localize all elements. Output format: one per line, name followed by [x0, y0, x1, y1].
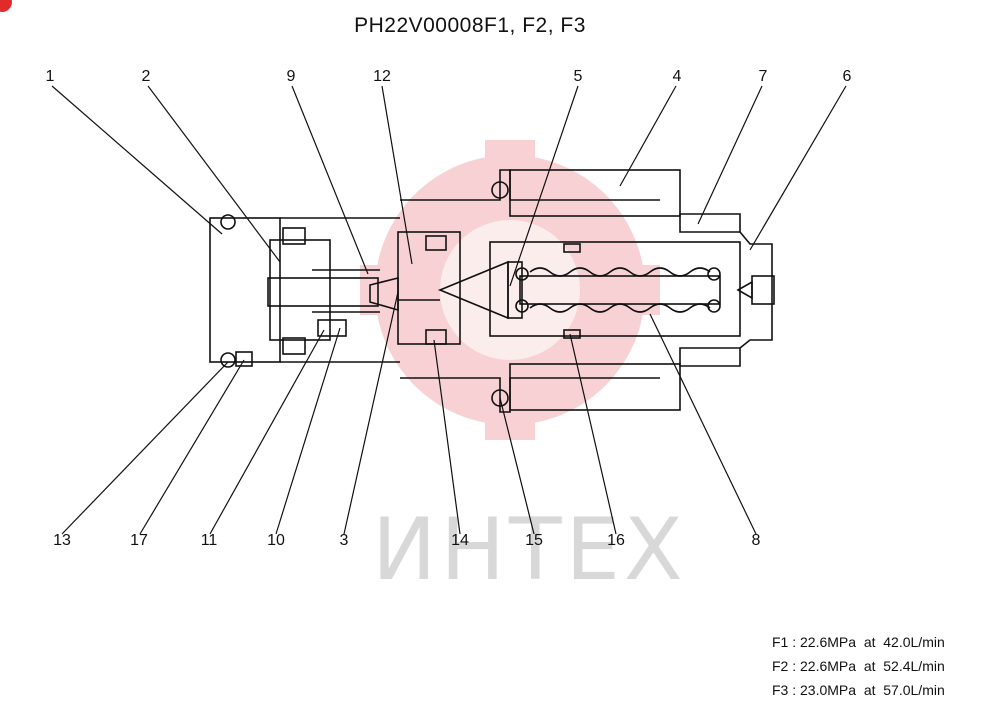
- callout-14: 14: [451, 532, 469, 549]
- callout-17: 17: [130, 532, 148, 549]
- callout-11: 11: [200, 532, 218, 549]
- watermark-text: ИНТЕХ: [372, 500, 687, 600]
- callout-1: 1: [45, 68, 55, 85]
- corner-badge: [0, 0, 12, 12]
- callout-3: 3: [339, 532, 349, 549]
- callout-12: 12: [373, 68, 391, 85]
- flow-specs: F1 : 22.6MPa at 42.0L/min F2 : 22.6MPa a…: [772, 630, 945, 702]
- spec-f1: F1 : 22.6MPa at 42.0L/min: [772, 634, 945, 650]
- callout-16: 16: [607, 532, 625, 549]
- callout-7: 7: [758, 68, 768, 85]
- spec-f2: F2 : 22.6MPa at 52.4L/min: [772, 658, 945, 674]
- callout-4: 4: [672, 68, 682, 85]
- callout-2: 2: [141, 68, 151, 85]
- callout-15: 15: [525, 532, 543, 549]
- callout-13: 13: [53, 532, 71, 549]
- callout-8: 8: [751, 532, 761, 549]
- callout-9: 9: [286, 68, 296, 85]
- callout-10: 10: [267, 532, 285, 549]
- callout-5: 5: [573, 68, 583, 85]
- left-housing: [209, 217, 281, 363]
- callout-6: 6: [842, 68, 852, 85]
- diagram-title: PH22V00008F1, F2, F3: [354, 14, 586, 37]
- spec-f3: F3 : 23.0MPa at 57.0L/min: [772, 682, 945, 698]
